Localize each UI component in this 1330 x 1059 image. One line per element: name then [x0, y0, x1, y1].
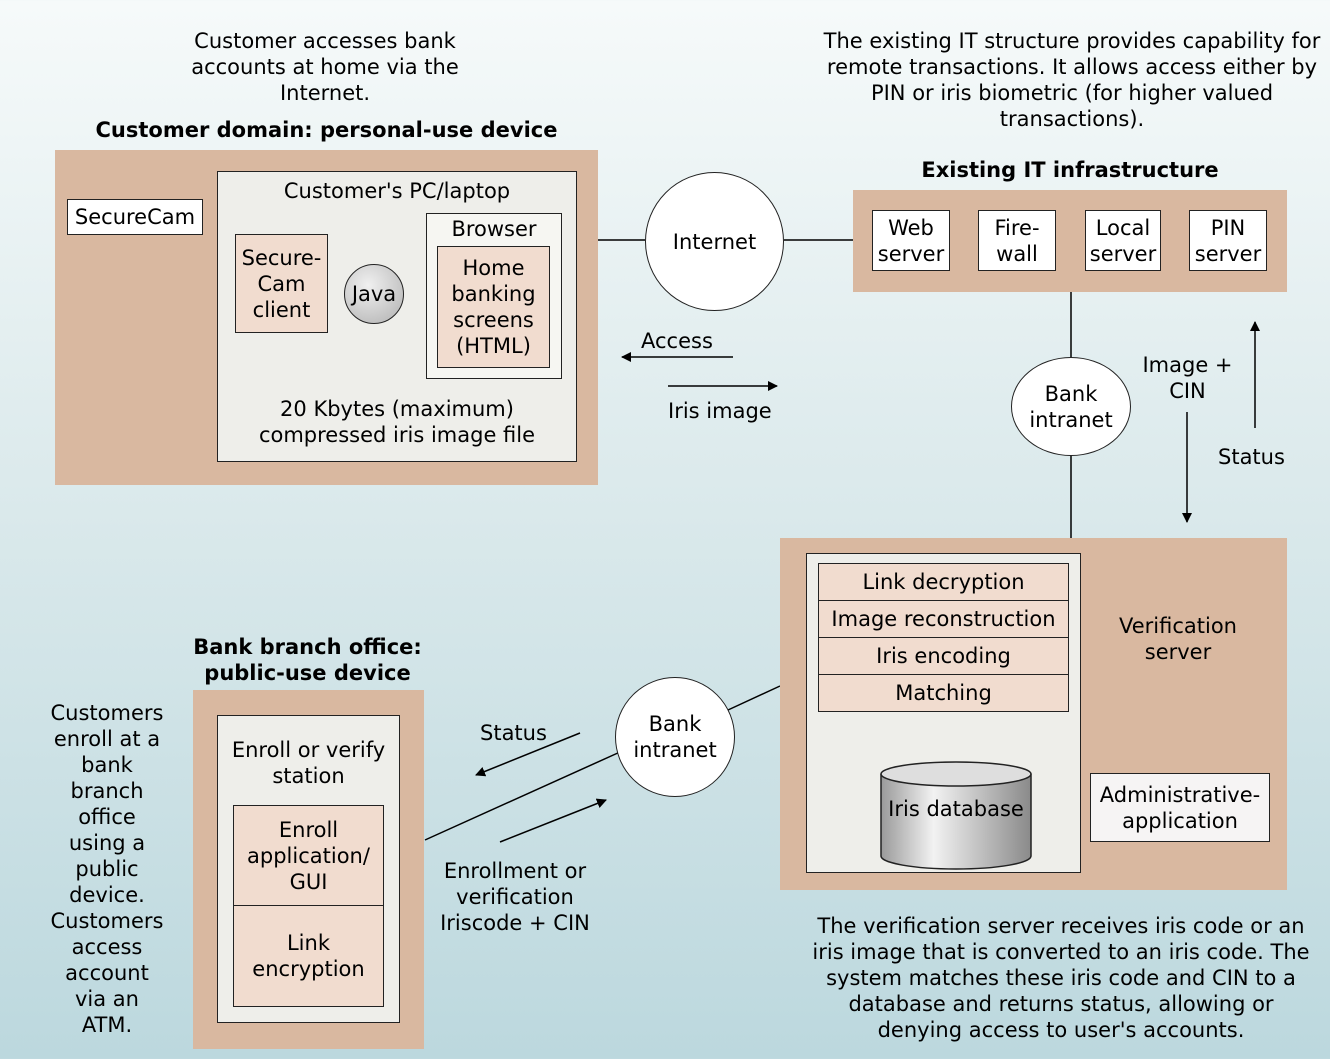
local-server-box: Local server	[1085, 210, 1161, 271]
link-encryption-box: Link encryption	[233, 905, 384, 1007]
enrollment-label: Enrollment or verification Iriscode + CI…	[440, 859, 590, 935]
verification-server-label: Verification server	[1119, 614, 1237, 664]
java-node: Java	[344, 264, 404, 324]
step-image-reconstruction: Image reconstruction	[818, 600, 1069, 638]
admin-application-box: Administrative-application	[1090, 773, 1270, 842]
pin-server-box: PIN server	[1189, 210, 1267, 271]
caption-bottom-left: Customers enroll at a bank branch office…	[50, 701, 164, 1037]
it-infra-title: Existing IT infrastructure	[921, 158, 1219, 182]
branch-intranet-link	[424, 751, 621, 841]
enrollment-arrow	[499, 798, 607, 843]
enroll-application-box: Enroll application/ GUI	[233, 805, 384, 906]
file-size-note: 20 Kbytes (maximum) compressed iris imag…	[258, 397, 536, 447]
browser-label: Browser	[451, 217, 537, 241]
status-right-label: Status	[1218, 445, 1285, 469]
branch-office-title: Bank branch office: public-use device	[193, 635, 422, 685]
securecam-box: SecureCam	[67, 199, 203, 235]
pc-laptop-title: Customer's PC/laptop	[283, 179, 511, 203]
database-icon	[880, 761, 1032, 870]
bank-intranet-top-node: Bank intranet	[1011, 357, 1131, 456]
status-left-label: Status	[480, 721, 547, 745]
bank-intranet-bottom-node: Bank intranet	[615, 677, 735, 797]
home-banking-box: Home banking screens (HTML)	[437, 246, 550, 368]
intranet-verification-link-2	[727, 685, 781, 711]
enroll-station-label: Enroll or verify station	[231, 738, 386, 788]
internet-node: Internet	[645, 172, 784, 311]
iris-database-label: Iris database	[888, 797, 1024, 821]
step-iris-encoding: Iris encoding	[818, 637, 1069, 675]
caption-bottom-right: The verification server receives iris co…	[812, 914, 1310, 1042]
caption-top-right: The existing IT structure provides capab…	[823, 29, 1321, 131]
caption-top-left: Customer accesses bank accounts at home …	[191, 29, 459, 105]
status-left-arrow	[475, 732, 581, 777]
iris-image-label: Iris image	[668, 399, 772, 423]
securecam-client-box: Secure-Cam client	[235, 234, 328, 333]
image-cin-label: Image + CIN	[1142, 353, 1233, 403]
firewall-box: Fire-wall	[978, 210, 1056, 271]
customer-domain-title: Customer domain: personal-use device	[95, 118, 558, 142]
step-link-decryption: Link decryption	[818, 563, 1069, 601]
step-matching: Matching	[818, 674, 1069, 712]
access-label: Access	[641, 329, 713, 353]
web-server-box: Web server	[872, 210, 950, 271]
